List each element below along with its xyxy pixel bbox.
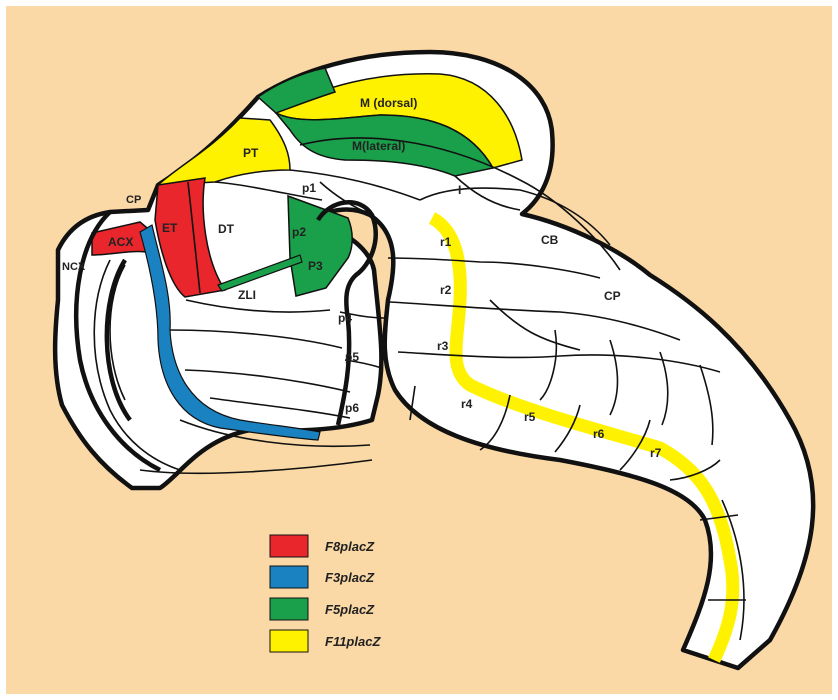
legend-swatch-f11 bbox=[270, 630, 308, 652]
label-r4: r4 bbox=[461, 397, 473, 411]
label-p1: p1 bbox=[302, 181, 316, 195]
label-p6: p6 bbox=[345, 401, 359, 415]
label-zli: ZLI bbox=[238, 288, 256, 302]
legend-swatch-f3 bbox=[270, 566, 308, 588]
label-acx: ACX bbox=[108, 235, 133, 249]
label-i: I bbox=[458, 183, 461, 197]
label-p3: P3 bbox=[308, 259, 323, 273]
label-m-dorsal: M (dorsal) bbox=[360, 96, 417, 110]
legend-swatch-f5 bbox=[270, 598, 308, 620]
legend-label-f11: F11placZ bbox=[325, 634, 381, 649]
label-p2: p2 bbox=[292, 225, 306, 239]
label-pt: PT bbox=[243, 146, 259, 160]
legend-swatch-f8 bbox=[270, 535, 308, 557]
label-cb: CB bbox=[541, 233, 559, 247]
legend-label-f5: F5placZ bbox=[325, 602, 375, 617]
legend-label-f8: F8placZ bbox=[325, 539, 375, 554]
label-r5: r5 bbox=[524, 410, 536, 424]
label-ncx: NCX bbox=[62, 261, 86, 273]
label-cp-right: CP bbox=[604, 289, 621, 303]
label-dt: DT bbox=[218, 222, 235, 236]
legend-label-f3: F3placZ bbox=[325, 570, 375, 585]
label-p5: p5 bbox=[345, 350, 359, 364]
label-r1: r1 bbox=[440, 235, 452, 249]
label-r6: r6 bbox=[593, 427, 605, 441]
label-p4: p4 bbox=[338, 311, 352, 325]
label-m-lateral: M(lateral) bbox=[352, 139, 405, 153]
label-r2: r2 bbox=[440, 283, 452, 297]
label-r3: r3 bbox=[437, 339, 449, 353]
legend: F8placZ F3placZ F5placZ F11placZ bbox=[270, 535, 381, 652]
label-et: ET bbox=[162, 221, 178, 235]
label-cp-top: CP bbox=[126, 194, 141, 206]
label-r7: r7 bbox=[650, 446, 662, 460]
